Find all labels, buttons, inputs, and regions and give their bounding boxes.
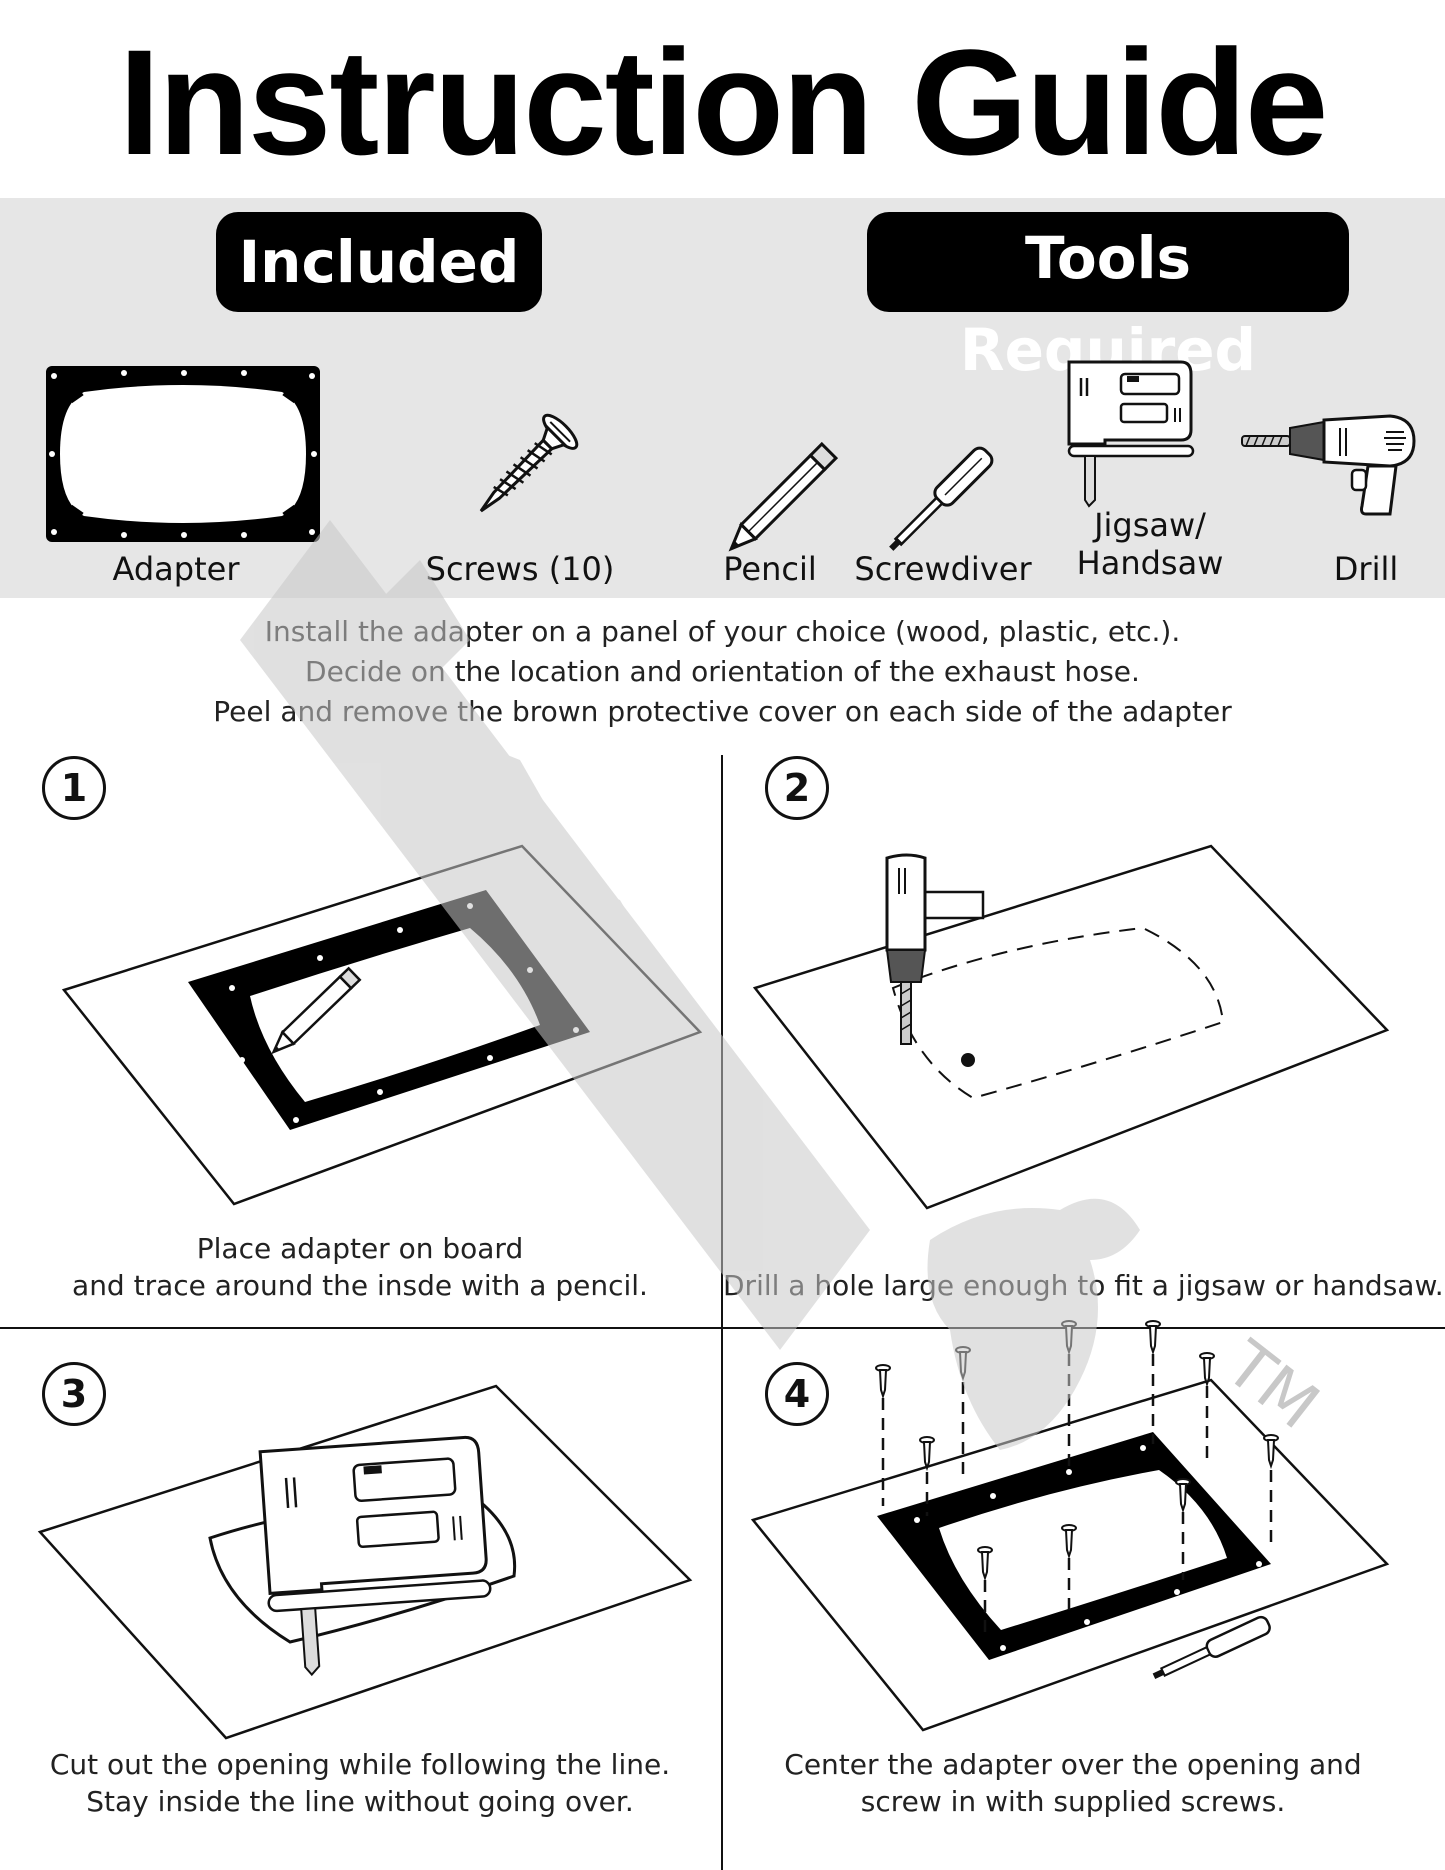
step-4-caption-line-2: screw in with supplied screws. bbox=[860, 1785, 1286, 1818]
step-1-caption-line-1: Place adapter on board bbox=[196, 1232, 524, 1265]
pencil-icon bbox=[728, 441, 839, 552]
screwdriver-icon bbox=[889, 446, 994, 551]
step-1-illustration bbox=[61, 844, 703, 1206]
drill-label: Drill bbox=[1333, 550, 1399, 588]
step-3-caption: Cut out the opening while following the … bbox=[10, 1746, 710, 1820]
intro-line-1: Install the adapter on a panel of your c… bbox=[264, 615, 1181, 648]
step-3-caption-line-1: Cut out the opening while following the … bbox=[49, 1748, 671, 1781]
step-1-caption: Place adapter on board and trace around … bbox=[10, 1230, 710, 1304]
jigsaw-icon bbox=[1067, 360, 1195, 508]
step-3-illustration bbox=[37, 1384, 693, 1740]
step-1-caption-line-2: and trace around the insde with a pencil… bbox=[72, 1269, 648, 1302]
step-4-caption-line-1: Center the adapter over the opening and bbox=[784, 1748, 1362, 1781]
step-4-illustration bbox=[750, 1320, 1390, 1732]
drill-icon bbox=[1241, 414, 1416, 516]
included-heading: Included bbox=[216, 212, 542, 312]
step-2-caption: Drill a hole large enough to fit a jigsa… bbox=[723, 1267, 1444, 1304]
jigsaw-label: Jigsaw/ Handsaw bbox=[1060, 506, 1240, 582]
tools-required-heading: Tools Required bbox=[867, 212, 1349, 384]
intro-text: Install the adapter on a panel of your c… bbox=[100, 612, 1345, 732]
intro-line-3: Peel and remove the brown protective cov… bbox=[213, 695, 1232, 728]
step-4-number: 4 bbox=[765, 1362, 829, 1426]
step-2-number: 2 bbox=[765, 756, 829, 820]
adapter-label: Adapter bbox=[112, 550, 240, 588]
step-3-caption-line-2: Stay inside the line without going over. bbox=[86, 1785, 634, 1818]
page-title: Instruction Guide bbox=[118, 18, 1329, 186]
screw-icon bbox=[479, 413, 579, 513]
pencil-label: Pencil bbox=[723, 550, 817, 588]
screwdriver-label: Screwdiver bbox=[854, 550, 1032, 588]
step-3-number: 3 bbox=[42, 1362, 106, 1426]
step-2-caption-line-1: Drill a hole large enough to fit a jigsa… bbox=[723, 1269, 1444, 1302]
step-2-illustration bbox=[752, 844, 1390, 1210]
screws-label: Screws (10) bbox=[425, 550, 615, 588]
step-1-number: 1 bbox=[42, 756, 106, 820]
step-4-caption: Center the adapter over the opening and … bbox=[723, 1746, 1423, 1820]
adapter-icon bbox=[46, 366, 320, 542]
jigsaw-label-line2: Handsaw bbox=[1076, 544, 1224, 582]
intro-line-2: Decide on the location and orientation o… bbox=[305, 655, 1140, 688]
jigsaw-label-line1: Jigsaw/ bbox=[1094, 506, 1206, 544]
